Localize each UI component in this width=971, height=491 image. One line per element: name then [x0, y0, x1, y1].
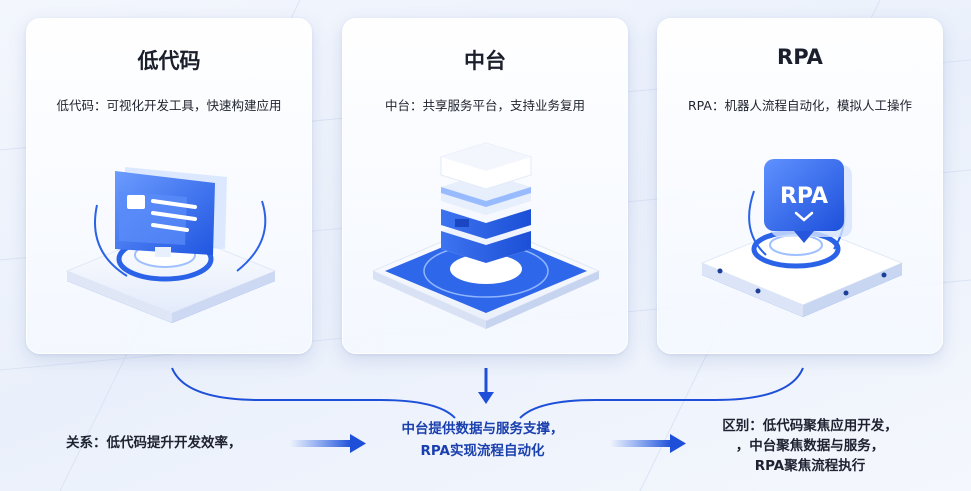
difference-line-3: RPA聚焦流程执行 [754, 458, 866, 474]
rpa-badge-icon: RPA [700, 159, 904, 317]
relation-text: 关系：低代码提升开发效率， [66, 435, 242, 451]
card-title: 中台 [464, 49, 506, 73]
card-title: 低代码 [137, 49, 201, 73]
card-rpa: RPA RPA：机器人流程自动化，模拟人工操作 RPA [657, 18, 943, 354]
difference-line-2: ，中台聚焦数据与服务， [735, 438, 885, 454]
card-middle-platform: 中台 中台：共享服务平台，支持业务复用 [342, 18, 628, 354]
screen-window-icon [65, 167, 277, 323]
center-summary: 中台提供数据与服务支撑， RPA实现流程自动化 [370, 418, 595, 462]
difference-summary: 区别：低代码聚焦应用开发， ，中台聚焦数据与服务， RPA聚焦流程执行 [690, 416, 930, 476]
stacked-layers-icon [371, 142, 601, 329]
rpa-badge-text: RPA [780, 184, 828, 209]
center-line-1: 中台提供数据与服务支撑， [401, 421, 564, 437]
card-description: 低代码：可视化开发工具，快速构建应用 [56, 98, 282, 113]
center-line-2: RPA实现流程自动化 [420, 443, 545, 459]
card-description: 中台：共享服务平台，支持业务复用 [384, 98, 585, 113]
difference-line-1: 区别：低代码聚焦应用开发， [722, 418, 898, 434]
card-low-code: 低代码 低代码：可视化开发工具，快速构建应用 [26, 18, 312, 354]
card-title: RPA [777, 45, 823, 69]
card-description: RPA：机器人流程自动化，模拟人工操作 [688, 98, 912, 113]
